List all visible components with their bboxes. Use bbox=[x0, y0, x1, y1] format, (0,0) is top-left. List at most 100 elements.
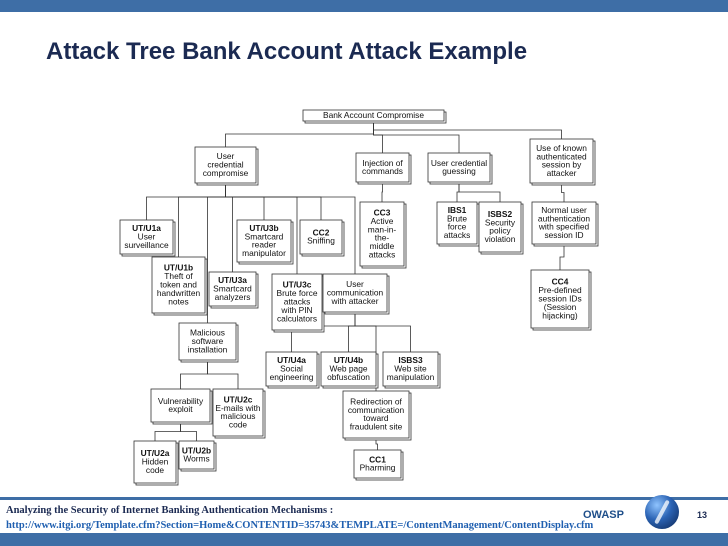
node-label-line: hijacking) bbox=[542, 310, 578, 320]
node-label-line: Pharming bbox=[360, 463, 396, 473]
node-box bbox=[194, 146, 257, 184]
node-label-line: ISBS2 bbox=[488, 209, 513, 219]
node-label-line: exploit bbox=[168, 404, 193, 414]
node-label-line: UT/U4b bbox=[334, 355, 363, 365]
node-box bbox=[178, 322, 237, 361]
node-box bbox=[212, 388, 264, 437]
node-label-line: with PIN bbox=[280, 305, 312, 315]
node-box bbox=[178, 440, 215, 470]
node-label-line: User credential bbox=[431, 158, 487, 168]
node-label-line: User bbox=[217, 151, 235, 161]
nodes-layer: Bank Account CompromiseUsercredentialcom… bbox=[119, 109, 599, 486]
node-label-line: UT/U2a bbox=[141, 448, 170, 458]
node-label-line: compromise bbox=[203, 168, 249, 178]
node-label-line: (Session bbox=[544, 302, 577, 312]
node-label-line: session ID bbox=[544, 230, 583, 240]
edge-root-to-use-of-known-session bbox=[373, 121, 562, 139]
node-label-line: authentication bbox=[538, 213, 590, 223]
node-label-line: installation bbox=[188, 344, 228, 354]
node-label-line: CC4 bbox=[552, 277, 569, 287]
edge-user-credential-compromise-to-user-communication-with-attacker bbox=[225, 183, 356, 274]
footer-accent-line bbox=[0, 497, 728, 500]
owasp-brand-label: OWASP bbox=[583, 509, 624, 521]
node-root: Bank Account Compromise bbox=[302, 109, 447, 124]
node-label-line: engineering bbox=[270, 372, 314, 382]
node-label-line: manipulator bbox=[242, 248, 286, 258]
node-label-line: middle bbox=[370, 241, 395, 251]
node-label-line: UT/U1a bbox=[132, 223, 161, 233]
node-label-line: UT/U2c bbox=[224, 394, 253, 404]
node-label-line: analyzers bbox=[215, 292, 251, 302]
edge-root-to-injection-of-commands bbox=[373, 121, 383, 153]
node-label-line: session IDs bbox=[538, 294, 581, 304]
node-label-line: Normal user bbox=[541, 205, 587, 215]
node-box bbox=[427, 152, 491, 183]
node-label-line: manipulation bbox=[387, 372, 435, 382]
node-label-line: UT/U3c bbox=[283, 280, 312, 290]
node-label-line: man-in- bbox=[368, 224, 397, 234]
edge-injection-of-commands-to-cc3 bbox=[381, 182, 383, 202]
node-label-line: reader bbox=[252, 240, 276, 250]
node-label-line: Brute bbox=[447, 213, 467, 223]
node-label-line: IBS1 bbox=[448, 205, 467, 215]
footer-url-link[interactable]: http://www.itgi.org/Template.cfm?Section… bbox=[6, 520, 594, 531]
node-label-line: token and bbox=[160, 280, 197, 290]
node-box bbox=[151, 256, 206, 314]
node-label-line: Web site bbox=[394, 364, 427, 374]
node-box bbox=[382, 351, 439, 387]
edge-user-credential-compromise-to-ut-u3b bbox=[225, 183, 265, 220]
node-label-line: force bbox=[448, 222, 467, 232]
node-box bbox=[322, 273, 388, 313]
node-box bbox=[478, 201, 522, 253]
edge-root-to-user-credential-compromise bbox=[225, 121, 374, 147]
node-label-line: Worms bbox=[183, 454, 209, 464]
node-label-line: UT/U3b bbox=[249, 223, 278, 233]
node-label-line: Sniffing bbox=[307, 236, 335, 246]
node-label-line: attacks bbox=[444, 230, 471, 240]
edge-vulnerability-exploit-to-ut-u2b bbox=[180, 422, 197, 441]
node-label-line: software bbox=[192, 336, 224, 346]
node-label-line: violation bbox=[485, 234, 516, 244]
edge-normal-user-authentication-to-cc4 bbox=[559, 244, 565, 270]
node-label-line: attacks bbox=[284, 297, 311, 307]
node-label-line: with attacker bbox=[330, 296, 378, 306]
node-label-line: Active bbox=[371, 216, 394, 226]
page-number: 13 bbox=[697, 510, 708, 520]
node-label-line: session by bbox=[542, 160, 582, 170]
node-label-line: with specified bbox=[538, 222, 590, 232]
edge-root-to-user-credential-guessing bbox=[373, 121, 460, 153]
node-box bbox=[320, 351, 377, 387]
node-label-line: CC1 bbox=[369, 454, 386, 464]
node-box bbox=[436, 201, 478, 245]
edge-use-of-known-session-to-normal-user-authentication bbox=[561, 183, 565, 202]
edge-user-credential-compromise-to-ut-u1b bbox=[178, 183, 226, 257]
node-redirection-of-communication: Redirection ofcommunicationtowardfraudul… bbox=[342, 390, 412, 441]
node-label-line: Use of known bbox=[536, 143, 587, 153]
node-label-line: communication bbox=[348, 405, 405, 415]
node-box bbox=[236, 219, 292, 263]
node-label-line: User bbox=[138, 232, 156, 242]
slide-title: Attack Tree Bank Account Attack Example bbox=[46, 38, 528, 65]
node-box bbox=[150, 388, 211, 423]
node-label-line: Brute force bbox=[277, 288, 318, 298]
node-label-line: UT/U4a bbox=[277, 355, 306, 365]
node-label-line: Smartcard bbox=[245, 231, 284, 241]
node-label-line: Web page bbox=[329, 364, 367, 374]
node-label-line: attacker bbox=[547, 168, 577, 178]
node-label-line: Redirection of bbox=[350, 396, 402, 406]
top-accent-bar bbox=[0, 0, 728, 12]
node-box bbox=[355, 152, 410, 183]
bottom-accent-bar bbox=[0, 533, 728, 546]
